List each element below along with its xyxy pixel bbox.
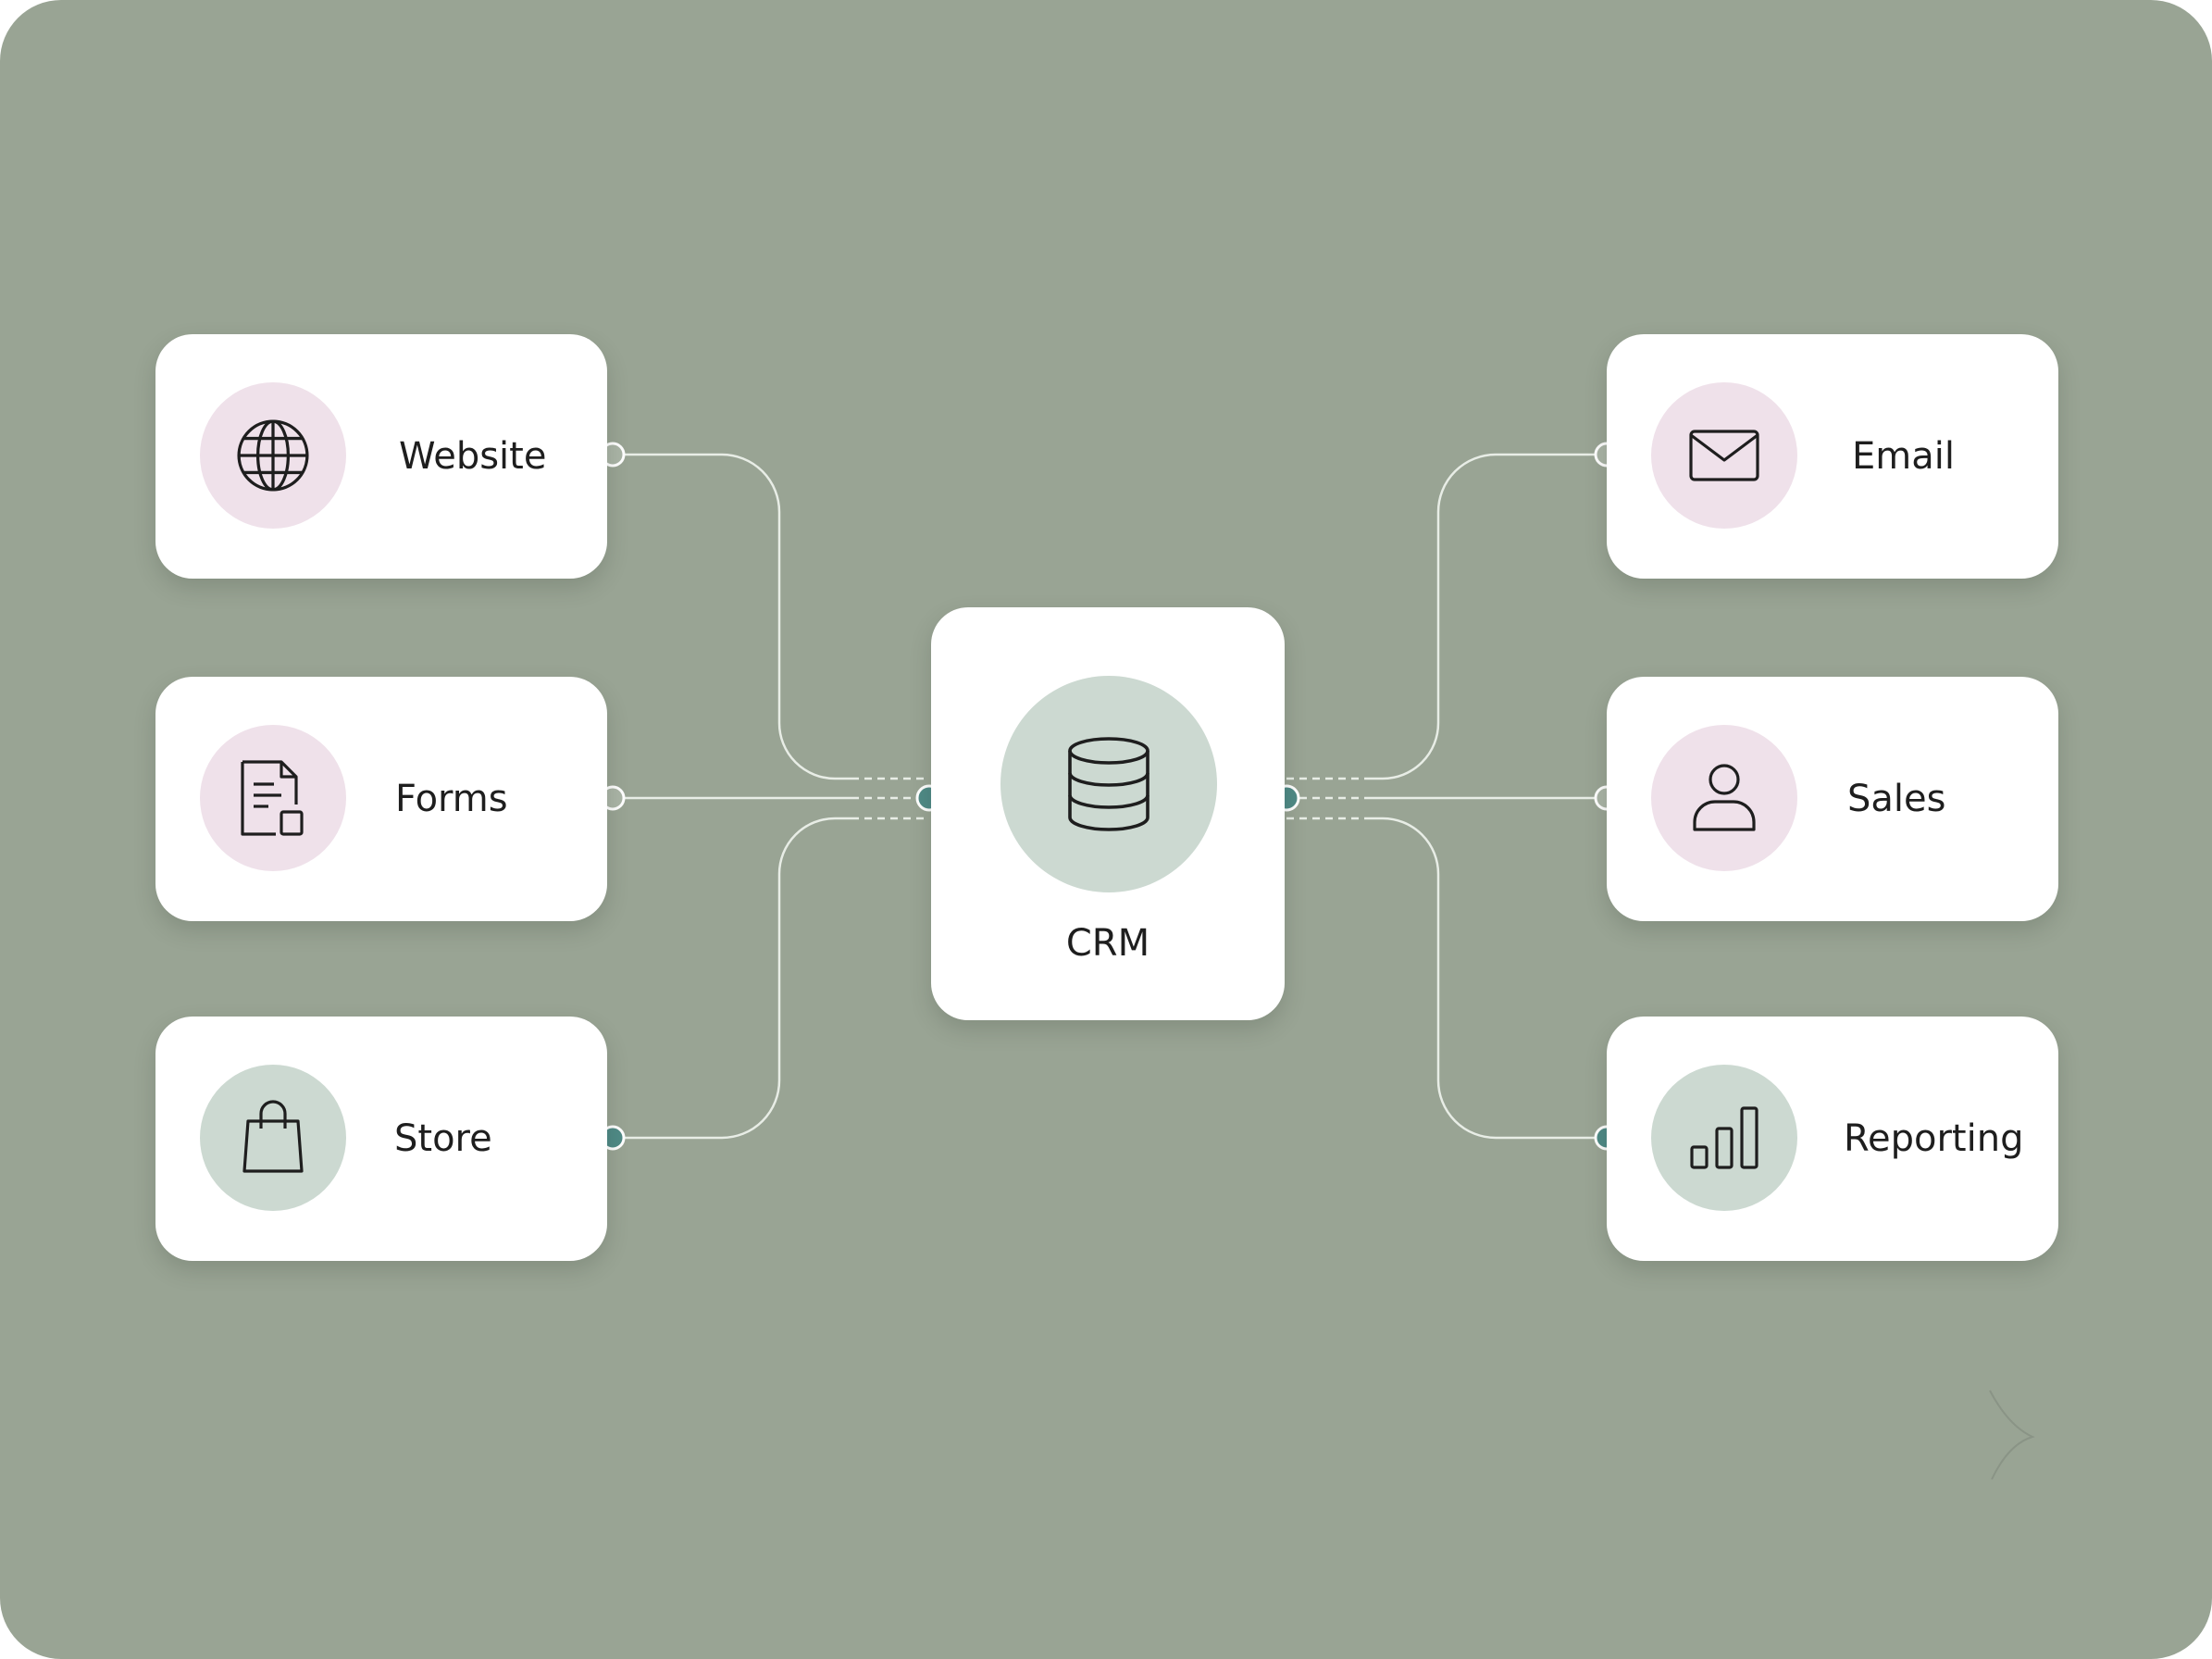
destination-label: Reporting [1844, 1117, 2024, 1160]
destination-card-reporting[interactable]: Reporting [1607, 1017, 2058, 1261]
bar-chart-icon [1651, 1065, 1797, 1211]
crm-label: CRM [1065, 922, 1150, 965]
document-form-icon [200, 725, 346, 871]
envelope-icon [1651, 382, 1797, 529]
source-card-store[interactable]: Store [155, 1017, 607, 1261]
source-card-website[interactable]: Website [155, 334, 607, 579]
shopping-bag-icon [200, 1065, 346, 1211]
destination-card-sales[interactable]: Sales [1607, 677, 2058, 921]
connector-store-crm [611, 817, 851, 1140]
source-label: Website [399, 435, 547, 478]
destination-label: Email [1852, 435, 1955, 478]
destination-label: Sales [1847, 778, 1946, 820]
connector-crm-email [1366, 453, 1607, 780]
globe-icon [200, 382, 346, 529]
source-card-forms[interactable]: Forms [155, 677, 607, 921]
connector-crm-reporting [1366, 817, 1607, 1140]
database-icon [1000, 676, 1217, 892]
source-label: Store [394, 1117, 492, 1160]
decorative-arrow-mark [1989, 1390, 2035, 1480]
person-icon [1651, 725, 1797, 871]
connector-website-crm [611, 453, 851, 780]
source-label: Forms [395, 778, 508, 820]
destination-card-email[interactable]: Email [1607, 334, 2058, 579]
crm-hub-card[interactable]: CRM [931, 607, 1285, 1020]
